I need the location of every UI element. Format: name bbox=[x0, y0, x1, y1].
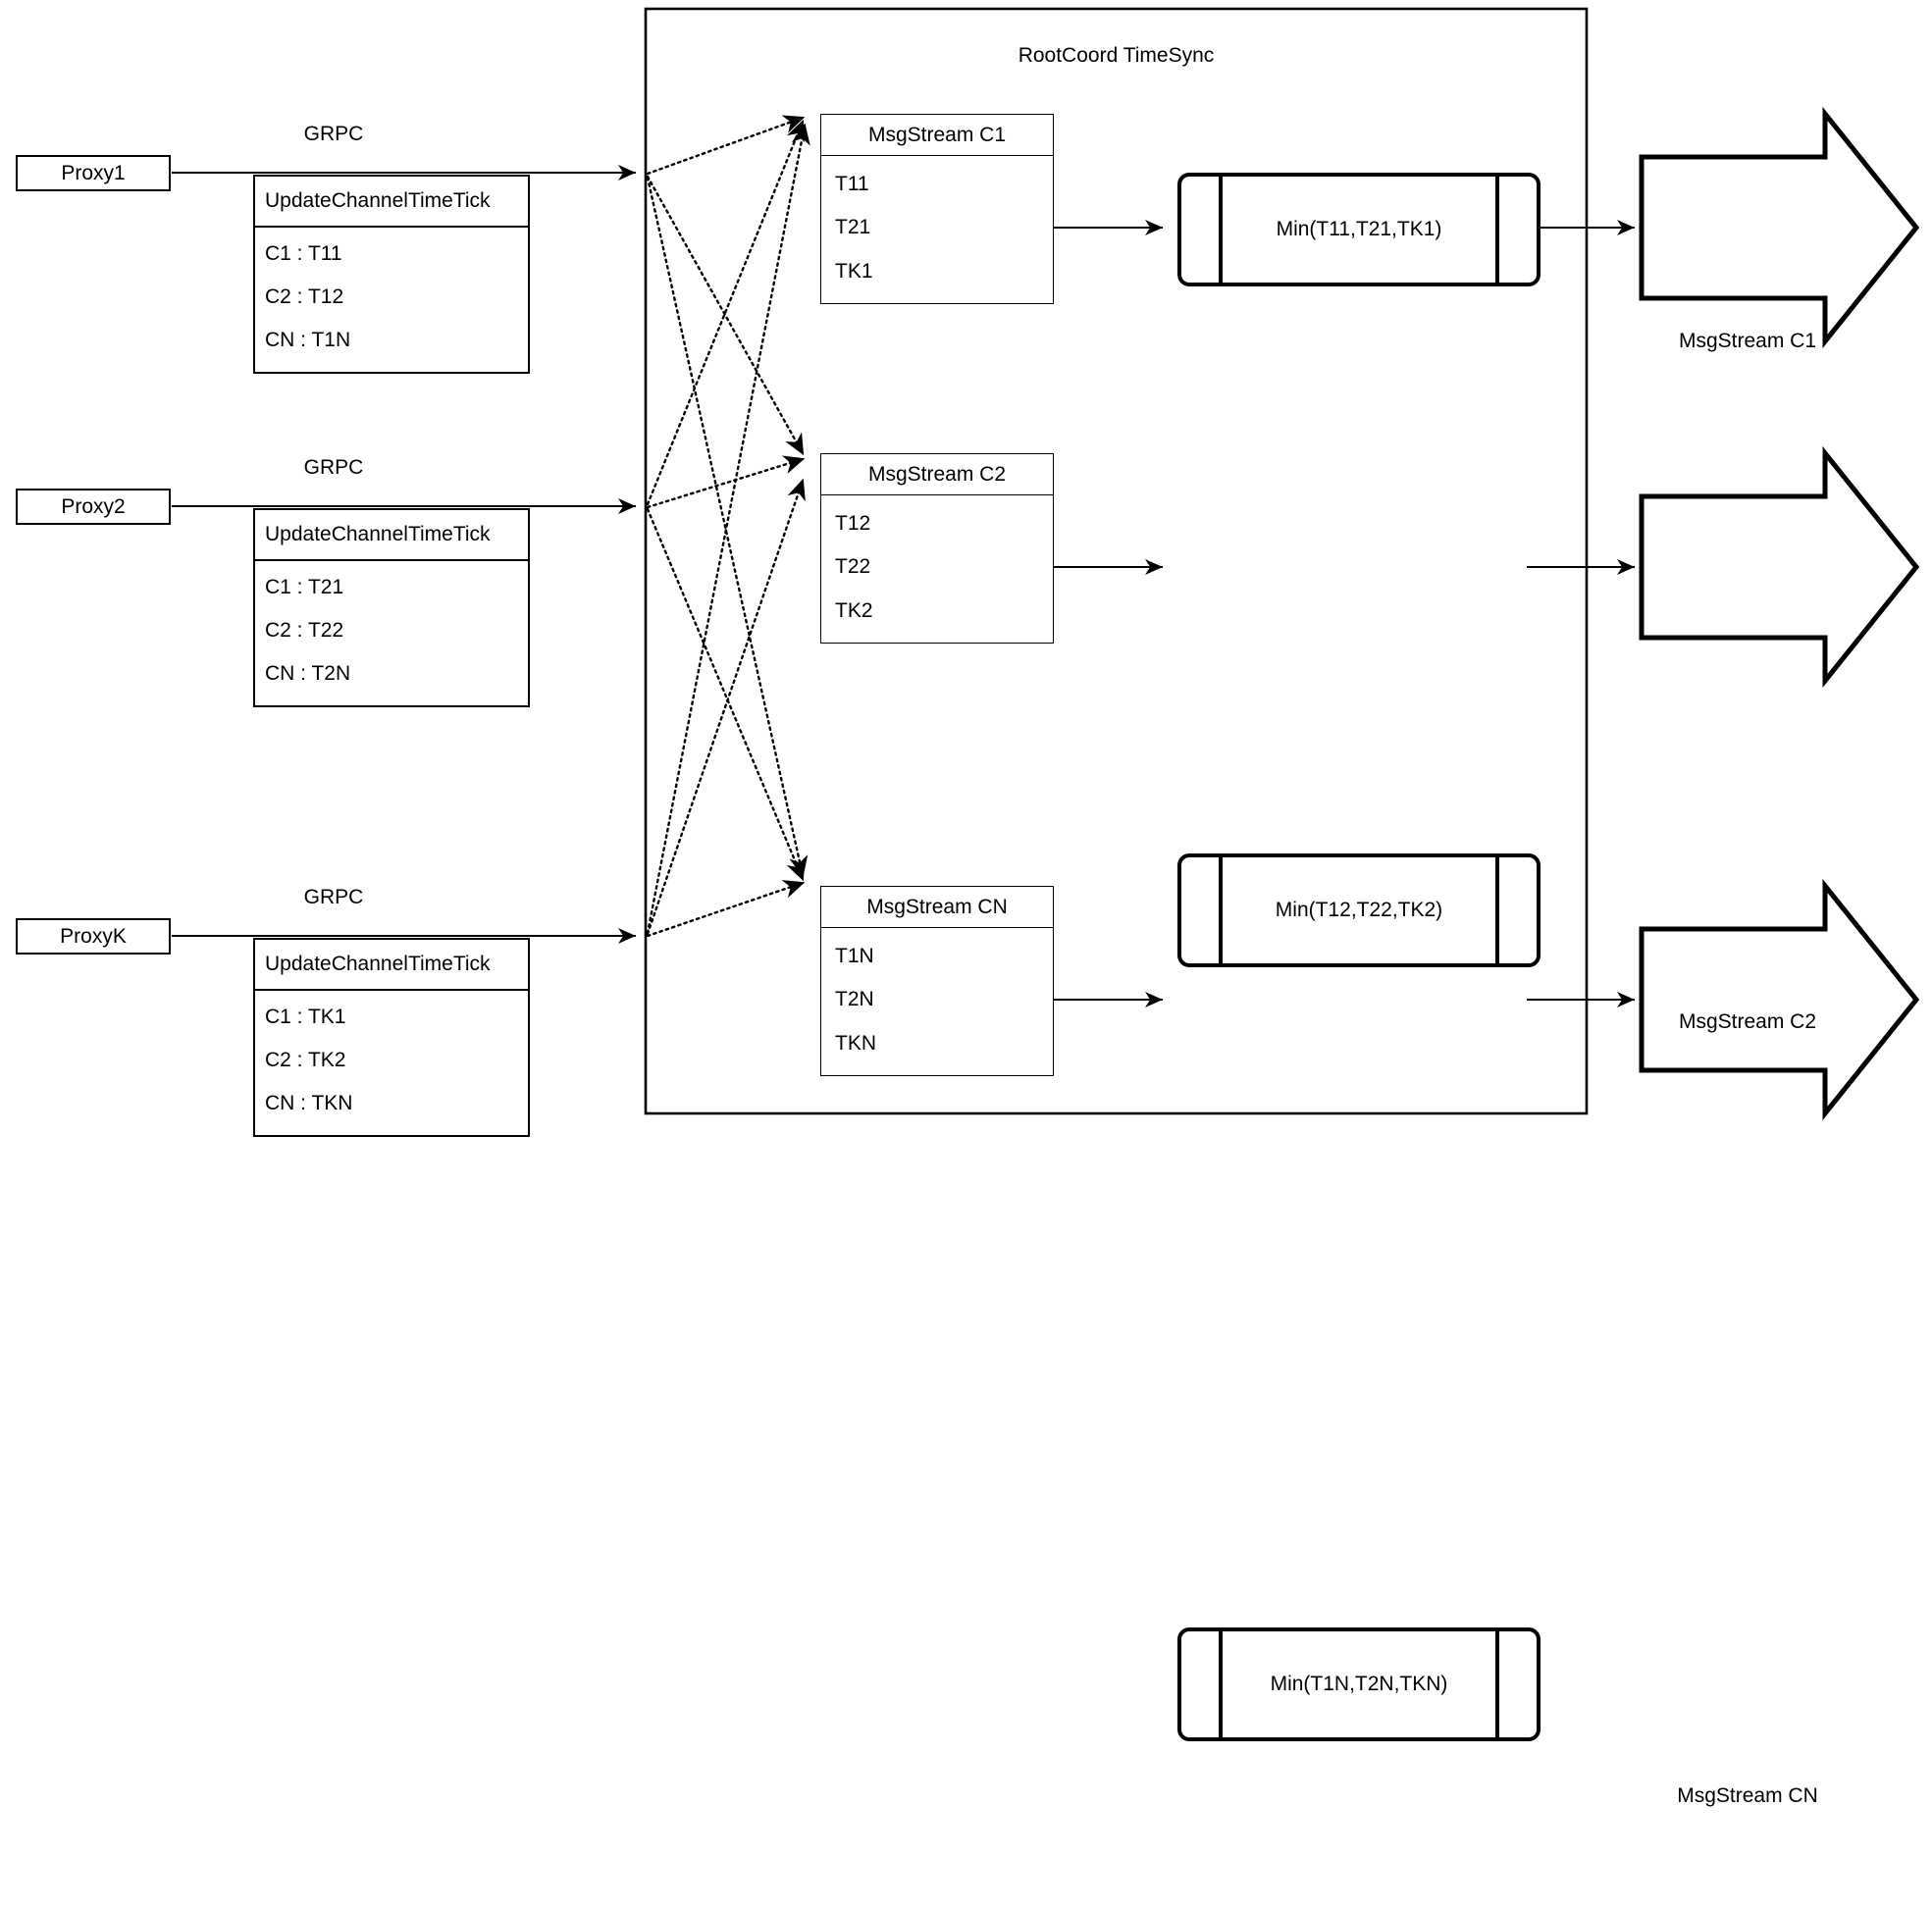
output-msgstream-label-c2: MsgStream C2 bbox=[1678, 1010, 1817, 1033]
msgstream-tick: T21 bbox=[835, 216, 871, 239]
dotted-p1-cn bbox=[646, 176, 809, 878]
grpc-label-1: GRPC bbox=[303, 123, 364, 145]
msgstream-tick: TK1 bbox=[835, 260, 873, 284]
rootcoord-container-title: RootCoord TimeSync bbox=[1018, 44, 1215, 67]
output-msgstream-c2: MsgStream C2 bbox=[1642, 908, 1916, 1136]
min-process-cn: Min(T1N,T2N,TKN) bbox=[1177, 1627, 1540, 1741]
update-tick-row: C1 : TK1 bbox=[265, 1005, 346, 1028]
msgstream-ticks-c1: T11 T21 TK1 bbox=[821, 156, 1053, 303]
update-channel-timetick-table-2: UpdateChannelTimeTick C1 : T21 C2 : T22 … bbox=[253, 508, 530, 707]
grpc-label-k: GRPC bbox=[303, 886, 364, 908]
update-tick-rows-2: C1 : T21 C2 : T22 CN : T2N bbox=[255, 561, 528, 705]
dotted-pk-c1 bbox=[646, 123, 810, 935]
output-block-arrow-2 bbox=[1639, 445, 1920, 689]
output-msgstream-c1: MsgStream C1 bbox=[1642, 228, 1916, 455]
min-label-c2: Min(T12,T22,TK2) bbox=[1275, 899, 1443, 921]
msgstream-ticks-c2: T12 T22 TK2 bbox=[821, 495, 1053, 643]
dotted-p1-c2 bbox=[646, 175, 805, 456]
update-tick-row: CN : T2N bbox=[265, 662, 351, 686]
msgstream-title-cn: MsgStream CN bbox=[821, 887, 1053, 928]
proxy-box-1[interactable]: Proxy1 bbox=[16, 155, 171, 191]
msgstream-title-c2: MsgStream C2 bbox=[821, 454, 1053, 495]
msgstream-tick: T12 bbox=[835, 511, 871, 535]
grpc-label-2: GRPC bbox=[303, 456, 364, 479]
dotted-p2-c1 bbox=[646, 119, 805, 506]
update-tick-title-2: UpdateChannelTimeTick bbox=[255, 510, 528, 561]
update-tick-row: C2 : TK2 bbox=[265, 1048, 346, 1071]
dotted-pk-cn bbox=[646, 880, 806, 938]
update-tick-row: C1 : T21 bbox=[265, 575, 344, 598]
min-label-cn: Min(T1N,T2N,TKN) bbox=[1270, 1673, 1448, 1695]
msgstream-ticks-cn: T1N T2N TKN bbox=[821, 928, 1053, 1075]
proxy-label-2: Proxy2 bbox=[61, 495, 126, 518]
msgstream-table-cn: MsgStream CN T1N T2N TKN bbox=[820, 886, 1054, 1076]
msgstream-tick: TKN bbox=[835, 1032, 876, 1056]
update-channel-timetick-table-k: UpdateChannelTimeTick C1 : TK1 C2 : TK2 … bbox=[253, 938, 530, 1137]
diagram-canvas: RootCoord TimeSync Proxy1 GRPC UpdateCha… bbox=[16, 7, 1920, 1807]
update-tick-rows-1: C1 : T11 C2 : T12 CN : T1N bbox=[255, 228, 528, 372]
update-tick-title-k: UpdateChannelTimeTick bbox=[255, 940, 528, 991]
update-tick-row: CN : T1N bbox=[265, 329, 351, 352]
msgstream-title-c1: MsgStream C1 bbox=[821, 115, 1053, 156]
msgstream-table-c2: MsgStream C2 T12 T22 TK2 bbox=[820, 453, 1054, 644]
msgstream-tick: TK2 bbox=[835, 599, 873, 623]
update-tick-title-1: UpdateChannelTimeTick bbox=[255, 177, 528, 228]
proxy-box-k[interactable]: ProxyK bbox=[16, 918, 171, 955]
proxy-label-k: ProxyK bbox=[60, 925, 127, 948]
dotted-p1-c1 bbox=[646, 115, 806, 176]
min-process-c1: Min(T11,T21,TK1) bbox=[1177, 173, 1540, 286]
proxy-box-2[interactable]: Proxy2 bbox=[16, 489, 171, 525]
msgstream-tick: T1N bbox=[835, 944, 874, 967]
min-label-c1: Min(T11,T21,TK1) bbox=[1276, 218, 1442, 240]
update-channel-timetick-table-1: UpdateChannelTimeTick C1 : T11 C2 : T12 … bbox=[253, 175, 530, 374]
msgstream-tick: T22 bbox=[835, 555, 871, 579]
dotted-pk-c2 bbox=[646, 478, 806, 936]
output-msgstream-label-c1: MsgStream C1 bbox=[1678, 330, 1817, 352]
min-process-c2: Min(T12,T22,TK2) bbox=[1177, 853, 1540, 967]
update-tick-row: C2 : T22 bbox=[265, 618, 344, 642]
msgstream-table-c1: MsgStream C1 T11 T21 TK1 bbox=[820, 114, 1054, 304]
dotted-p2-c2 bbox=[646, 455, 806, 509]
update-tick-rows-k: C1 : TK1 C2 : TK2 CN : TKN bbox=[255, 991, 528, 1135]
update-tick-row: C1 : T11 bbox=[265, 241, 342, 265]
dotted-p2-cn bbox=[646, 507, 805, 882]
output-msgstream-label-cn: MsgStream CN bbox=[1677, 1784, 1818, 1807]
update-tick-row: CN : TKN bbox=[265, 1092, 353, 1115]
msgstream-tick: T2N bbox=[835, 988, 874, 1011]
proxy-label-1: Proxy1 bbox=[61, 162, 126, 184]
update-tick-row: C2 : T12 bbox=[265, 284, 344, 308]
msgstream-tick: T11 bbox=[835, 172, 869, 195]
output-msgstream-cn: MsgStream CN bbox=[1642, 1682, 1916, 1910]
